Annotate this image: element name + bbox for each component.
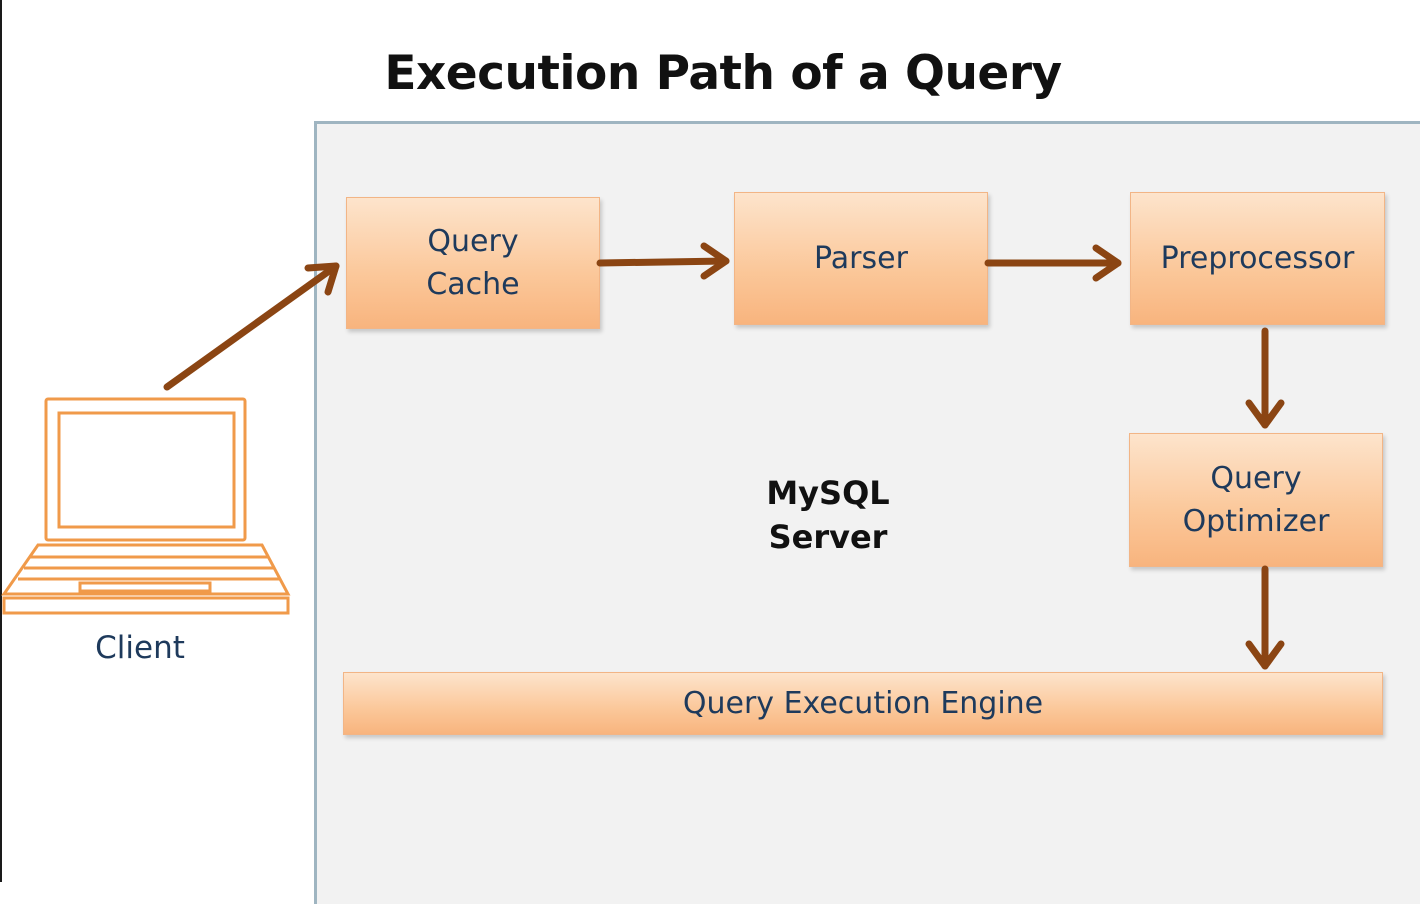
client-label: Client xyxy=(95,630,185,666)
arrow-client-to-query-cache xyxy=(163,262,340,391)
query-optimizer-box: Query Optimizer xyxy=(1129,433,1383,567)
query-cache-box: Query Cache xyxy=(346,197,600,329)
diagram-connectors xyxy=(1,242,1285,670)
left-edge-line xyxy=(0,0,2,882)
preprocessor-box: Preprocessor xyxy=(1130,192,1385,325)
arrow-preprocessor-to-optimizer xyxy=(1245,327,1285,429)
arrow-parser-to-preprocessor xyxy=(984,244,1122,282)
laptop-icon xyxy=(1,397,291,615)
query-execution-engine-box: Query Execution Engine xyxy=(343,672,1383,735)
arrow-optimizer-to-execution-engine xyxy=(1245,565,1285,670)
parser-box: Parser xyxy=(734,192,988,325)
diagram-title: Execution Path of a Query xyxy=(384,46,1062,101)
mysql-server-label: MySQL Server xyxy=(766,474,890,556)
arrow-query-cache-to-parser xyxy=(596,242,730,280)
